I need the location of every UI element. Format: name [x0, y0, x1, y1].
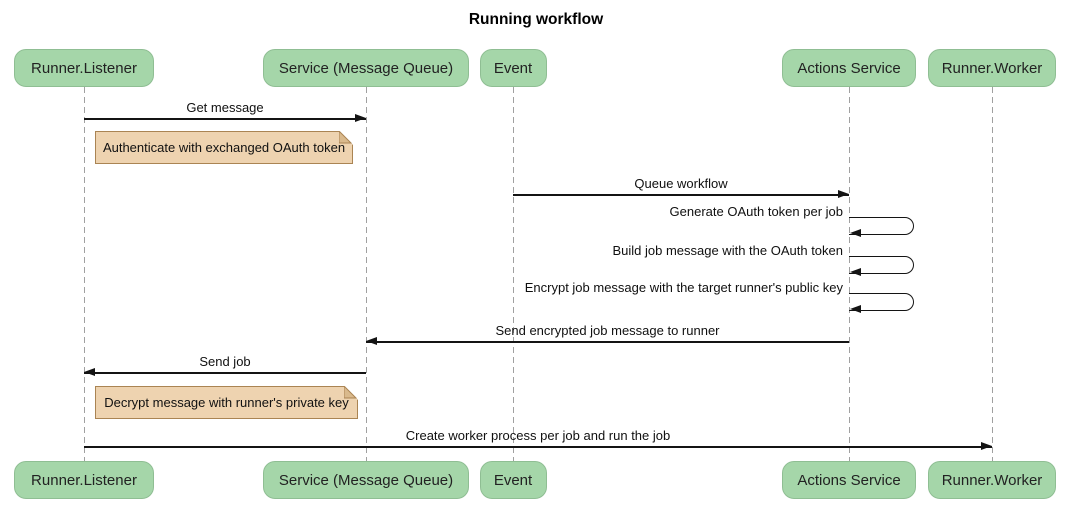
diagram-title: Running workflow	[468, 11, 604, 28]
message-label: Get message	[186, 100, 264, 115]
lifeline-service-message-queue	[366, 87, 367, 461]
participant-box-actions-service: Actions Service	[782, 461, 916, 499]
lifeline-actions-service	[849, 87, 850, 461]
arrowhead-icon	[366, 337, 377, 346]
message-label: Encrypt job message with the target runn…	[524, 280, 843, 295]
arrowhead-icon	[355, 114, 366, 123]
message-arrow	[84, 118, 366, 120]
message-arrow	[513, 194, 849, 196]
message-arrow	[84, 372, 366, 374]
arrowhead-icon	[981, 442, 992, 451]
arrowhead-icon	[850, 268, 861, 276]
note-text: Decrypt message with runner's private ke…	[104, 395, 349, 410]
message-label: Send job	[199, 354, 251, 369]
participant-box-event: Event	[479, 49, 547, 87]
arrowhead-icon	[84, 368, 95, 377]
self-loop	[849, 293, 914, 311]
message-label: Send encrypted job message to runner	[495, 323, 720, 338]
message-label: Generate OAuth token per job	[669, 204, 843, 219]
participant-box-runner-worker: Runner.Worker	[928, 461, 1056, 499]
participant-box-runner-listener: Runner.Listener	[14, 49, 154, 87]
message-arrow	[366, 341, 849, 343]
message-label: Queue workflow	[634, 176, 728, 191]
note: Decrypt message with runner's private ke…	[95, 384, 358, 419]
message-label: Build job message with the OAuth token	[612, 243, 843, 258]
participant-box-event: Event	[479, 461, 547, 499]
note-text: Authenticate with exchanged OAuth token	[102, 140, 346, 155]
lifeline-event	[513, 87, 514, 461]
participant-box-service-message-queue: Service (Message Queue)	[263, 461, 469, 499]
participant-box-runner-worker: Runner.Worker	[928, 49, 1056, 87]
arrowhead-icon	[838, 190, 849, 199]
self-loop	[849, 256, 914, 274]
participant-box-actions-service: Actions Service	[782, 49, 916, 87]
self-loop	[849, 217, 914, 235]
arrowhead-icon	[850, 229, 861, 237]
participant-box-service-message-queue: Service (Message Queue)	[263, 49, 469, 87]
message-arrow	[84, 446, 992, 448]
lifeline-runner-listener	[84, 87, 85, 461]
lifeline-runner-worker	[992, 87, 993, 461]
note-fold-icon	[338, 129, 353, 145]
participant-box-runner-listener: Runner.Listener	[14, 461, 154, 499]
note-fold-icon	[343, 384, 358, 400]
arrowhead-icon	[850, 305, 861, 313]
message-label: Create worker process per job and run th…	[405, 428, 671, 443]
note: Authenticate with exchanged OAuth token	[95, 129, 353, 164]
